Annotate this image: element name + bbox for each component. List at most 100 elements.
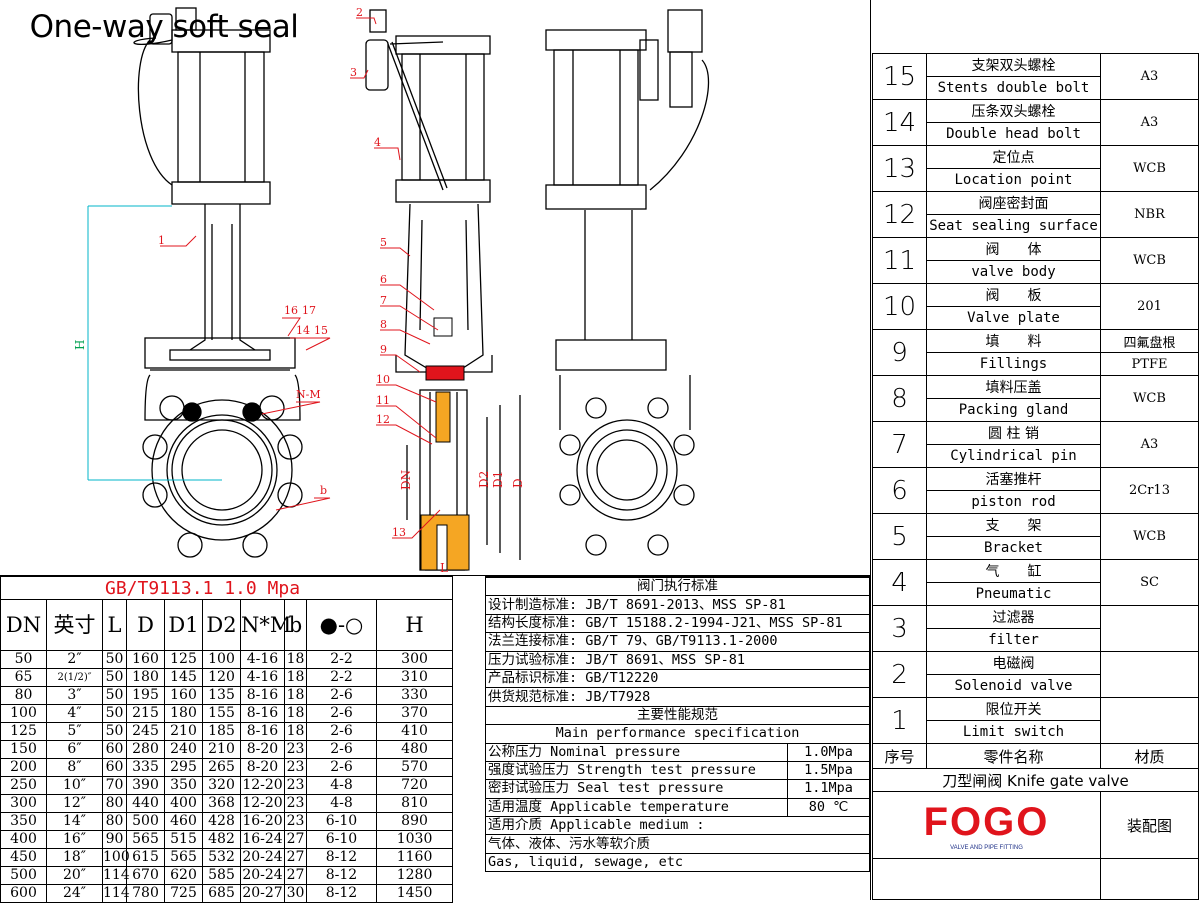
part-number: 2 — [872, 651, 927, 698]
part-material: 四氟盘根 — [1100, 329, 1199, 353]
standard-line: 设计制造标准: JB/T 8691-2013、MSS SP-81 — [485, 595, 870, 615]
h-dimension — [87, 205, 222, 481]
part-material — [1100, 605, 1199, 652]
dim-cell: 280 — [126, 740, 165, 759]
dim-cell: 300 — [0, 794, 47, 813]
part-material: 2Cr13 — [1100, 467, 1199, 514]
dim-cell: 400 — [0, 830, 47, 849]
part-row-en: valve body — [873, 260, 1199, 284]
dim-header-cell: 英寸 — [46, 599, 103, 651]
part-name-cn: 电磁阀 — [926, 651, 1101, 675]
dim-cell: 615 — [126, 848, 165, 867]
dim-cell: 210 — [202, 740, 241, 759]
part-name-en: Stents double bolt — [926, 76, 1101, 100]
dim-cell: 4″ — [46, 704, 103, 723]
dim-cell: 23 — [284, 740, 307, 759]
dim-cell: 18 — [284, 704, 307, 723]
part-material: SC — [1100, 559, 1199, 606]
dim-cell: 2(1/2)″ — [46, 668, 103, 687]
part-number: 1 — [872, 697, 927, 744]
standards-title: 阀门执行标准 — [485, 576, 870, 597]
part-name-cn: 阀座密封面 — [926, 191, 1101, 215]
standard-line: 供货规范标准: JB/T7928 — [485, 687, 870, 707]
dim-cell: 60 — [102, 740, 127, 759]
part-row-en: Pneumatic — [873, 582, 1199, 606]
dim-cell: 4-8 — [306, 776, 377, 795]
part-row-en: filter — [873, 628, 1199, 652]
part-name-en: filter — [926, 628, 1101, 652]
part-name-cn: 圆 柱 销 — [926, 421, 1101, 445]
dim-cell: 240 — [164, 740, 203, 759]
callout-7: 7 — [380, 294, 387, 307]
part-name-en: Solenoid valve — [926, 674, 1101, 698]
dim-cell: 810 — [375, 794, 454, 813]
part-name-en: Seat sealing surface — [926, 214, 1101, 238]
part-name-cn: 阀 板 — [926, 283, 1101, 307]
dim-cell: 620 — [164, 866, 203, 885]
part-name-en: Valve plate — [926, 306, 1101, 330]
part-name-en: Packing gland — [926, 398, 1101, 422]
part-number: 3 — [872, 605, 927, 652]
dim-d: D — [511, 478, 525, 488]
dim-cell: 780 — [126, 884, 165, 903]
dim-cell: 16-20 — [240, 812, 285, 831]
part-name-en: Pneumatic — [926, 582, 1101, 606]
perf-label: 密封试验压力 Seal test pressure — [485, 779, 788, 799]
header-material: 材质 — [1100, 743, 1199, 769]
part-name-cn: 过滤器 — [926, 605, 1101, 629]
part-material: WCB — [1100, 375, 1199, 422]
dim-cell: 368 — [202, 794, 241, 813]
callout-14: 14 — [296, 324, 310, 337]
section-highlights — [420, 317, 470, 571]
dim-cell: 3″ — [46, 686, 103, 705]
dim-cell: 100 — [0, 704, 47, 723]
callout-17: 17 — [302, 304, 316, 317]
dim-header-cell: D1 — [164, 599, 203, 651]
logo-text: FOGO — [923, 799, 1050, 844]
dim-cell: 27 — [284, 848, 307, 867]
part-name-en: Cylindrical pin — [926, 444, 1101, 468]
dim-cell: 16-24 — [240, 830, 285, 849]
part-material: 201 — [1100, 283, 1199, 330]
part-material: A3 — [1100, 53, 1199, 100]
dim-cell: 90 — [102, 830, 127, 849]
part-name-cn: 支架双头螺栓 — [926, 53, 1101, 77]
part-number: 6 — [872, 467, 927, 514]
dim-cell: 20-24 — [240, 866, 285, 885]
dim-cell: 480 — [375, 740, 454, 759]
medium-line: 气体、液体、污水等软介质 — [485, 834, 870, 854]
part-name-en: Location point — [926, 168, 1101, 192]
callout-11: 11 — [376, 394, 390, 407]
dim-header-cell: DN — [0, 599, 47, 651]
dim-header-cell: ●-○ — [306, 599, 377, 651]
part-number: 9 — [872, 329, 927, 376]
dim-cell: 30 — [284, 884, 307, 903]
dim-cell: 565 — [126, 830, 165, 849]
dim-cell: 2-6 — [306, 740, 377, 759]
dim-cell: 300 — [375, 650, 454, 669]
callout-8: 8 — [380, 318, 387, 331]
dim-cell: 482 — [202, 830, 241, 849]
part-row-en: Solenoid valve — [873, 674, 1199, 698]
dim-cell: 50 — [102, 668, 127, 687]
dim-cell: 8-16 — [240, 722, 285, 741]
dim-cell: 500 — [0, 866, 47, 885]
dim-cell: 8-20 — [240, 758, 285, 777]
dim-header-cell: N*M — [240, 599, 291, 651]
dim-d2: D2 — [477, 471, 491, 488]
part-name-en: Fillings — [926, 352, 1101, 376]
standard-line: 结构长度标准: GB/T 15188.2-1994-J21、MSS SP-81 — [485, 613, 870, 634]
part-number: 13 — [872, 145, 927, 192]
